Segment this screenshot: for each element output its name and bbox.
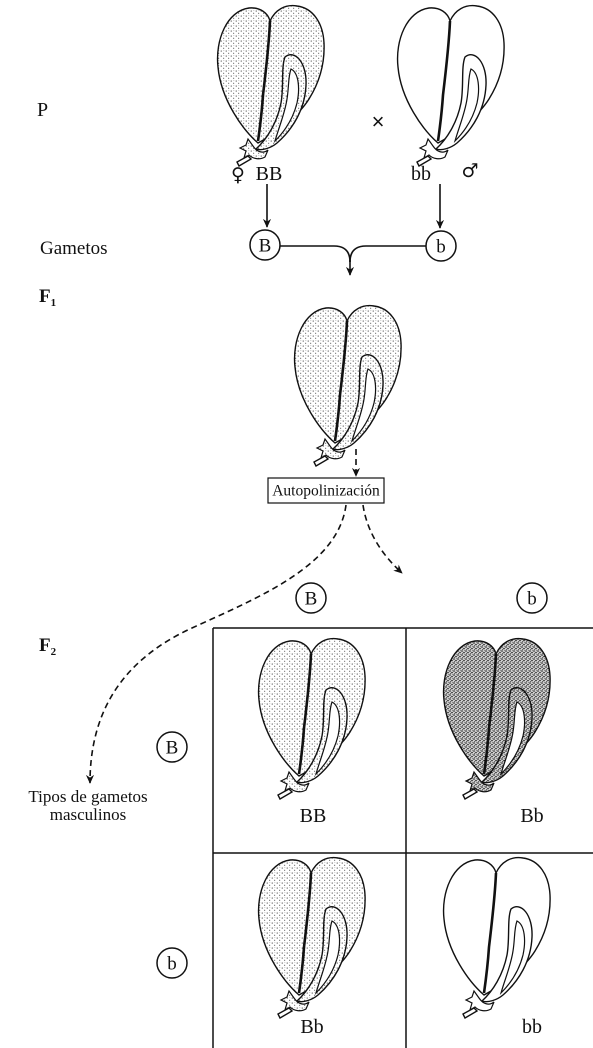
f2-cell-3-flower (259, 858, 366, 1018)
row-caption-line-2: masculinos (50, 805, 127, 824)
f1-flower (295, 306, 402, 466)
self-pollination-label: Autopolinización (272, 483, 380, 500)
f2-cell-2-flower (444, 639, 551, 799)
male-gamete-allele: b (436, 237, 446, 258)
f2-cell-1-genotype: BB (300, 805, 327, 827)
generation-f1-subscript: 1 (51, 297, 57, 309)
f2-cell-1-flower (259, 639, 366, 799)
parent-male-genotype: bb (411, 163, 431, 185)
generation-f1-letter: F (39, 286, 51, 307)
f2-cell-4-flower (444, 858, 551, 1018)
column-gamete-allele-1: B (305, 589, 318, 610)
gamete-union-line-right (350, 246, 426, 262)
column-gamete-allele-2: b (527, 589, 537, 610)
generation-f1-label: F1 (39, 286, 56, 309)
f2-cell-4-genotype: bb (522, 1016, 542, 1038)
female-gametes-arrow (363, 505, 402, 573)
row-caption-line-1: Tipos de gametos (28, 787, 147, 806)
gametes-row-label: Gametos (40, 238, 108, 259)
generation-p-label: P (37, 99, 48, 121)
parent-male-flower (398, 6, 505, 166)
f2-cell-3-genotype: Bb (300, 1016, 323, 1038)
generation-f2-label: F2 (39, 635, 57, 658)
f2-cell-2-genotype: Bb (520, 805, 543, 827)
male-symbol-icon: ♂ (461, 160, 478, 182)
generation-f2-subscript: 2 (51, 646, 57, 658)
generation-f2-letter: F (39, 635, 51, 656)
row-gamete-allele-2: b (167, 954, 177, 975)
parent-female-flower (218, 6, 325, 166)
row-gamete-allele-1: B (166, 738, 179, 759)
female-symbol-icon: ♀ (231, 164, 245, 186)
female-gamete-allele: B (259, 236, 272, 257)
gamete-union-line-left (280, 246, 350, 262)
parent-female-genotype: BB (256, 163, 283, 185)
cross-symbol: × (372, 109, 385, 134)
